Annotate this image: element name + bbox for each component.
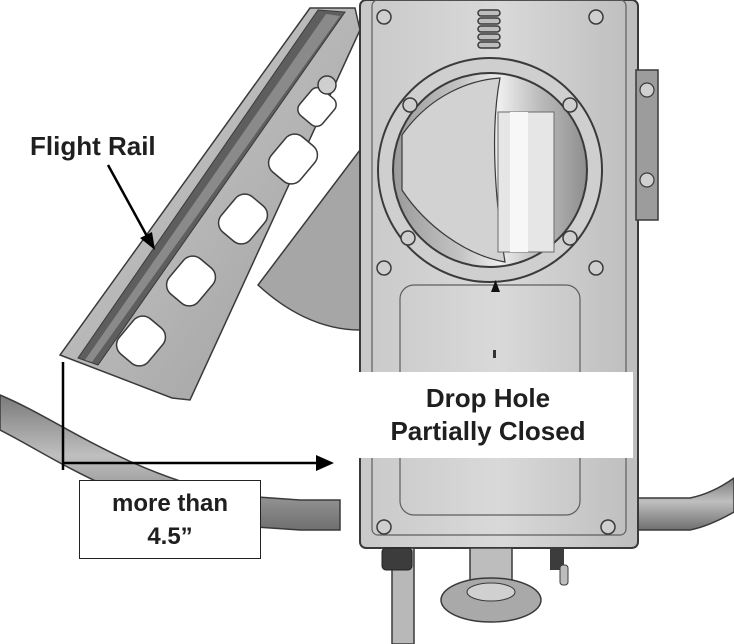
distance-callout: more than 4.5” <box>79 480 261 559</box>
drop-hole-callout: Drop Hole Partially Closed <box>343 372 633 458</box>
bottom-assembly <box>381 547 569 644</box>
spring <box>477 9 501 49</box>
distance-dimension <box>61 362 334 471</box>
distance-line1: more than <box>111 489 228 517</box>
flight-rail-bracket <box>58 7 361 401</box>
right-tube <box>635 477 734 531</box>
distance-line2: 4.5” <box>147 522 193 550</box>
rotor-disc <box>256 147 361 331</box>
flight-rail-arrow <box>106 164 155 250</box>
drop-hole-line1: Drop Hole <box>425 383 551 413</box>
flight-rail-label: Flight Rail <box>30 131 156 161</box>
position-indicator-icon <box>491 280 500 292</box>
drop-hole-line2: Partially Closed <box>390 416 586 446</box>
gate-housing <box>359 0 659 549</box>
gate-blade <box>401 77 506 263</box>
